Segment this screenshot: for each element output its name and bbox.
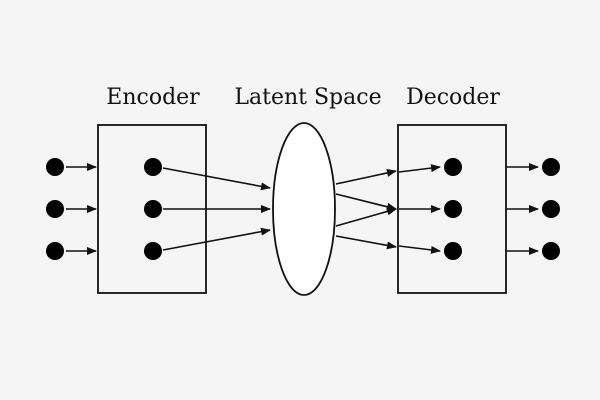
encoder-node-1: [144, 158, 162, 176]
input-node-2: [46, 200, 64, 218]
decoder-entry-arrow-3: [398, 245, 441, 254]
decoder-node-2: [444, 200, 462, 218]
latent-to-decoder-arrow-2b: [335, 207, 397, 227]
latent-to-decoder-arrow-2a: [335, 193, 397, 211]
encoder-node-3: [144, 242, 162, 260]
decoder-node-1: [444, 158, 462, 176]
decoder-entry-arrow-1: [398, 164, 441, 173]
encoder-label: Encoder: [106, 85, 200, 110]
encoder-to-latent-arrow-3: [162, 227, 271, 251]
output-node-3: [542, 242, 560, 260]
encoder-node-2: [144, 200, 162, 218]
latent-space-label: Latent Space: [234, 85, 381, 110]
input-node-3: [46, 242, 64, 260]
decoder-label: Decoder: [406, 85, 500, 110]
output-node-1: [542, 158, 560, 176]
output-node-2: [542, 200, 560, 218]
latent-to-decoder-arrow-1: [335, 168, 397, 185]
latent-space-ellipse: [272, 122, 336, 296]
latent-to-decoder-arrow-3: [335, 235, 397, 250]
decoder-node-3: [444, 242, 462, 260]
input-node-1: [46, 158, 64, 176]
encoder-to-latent-arrow-1: [162, 167, 271, 191]
